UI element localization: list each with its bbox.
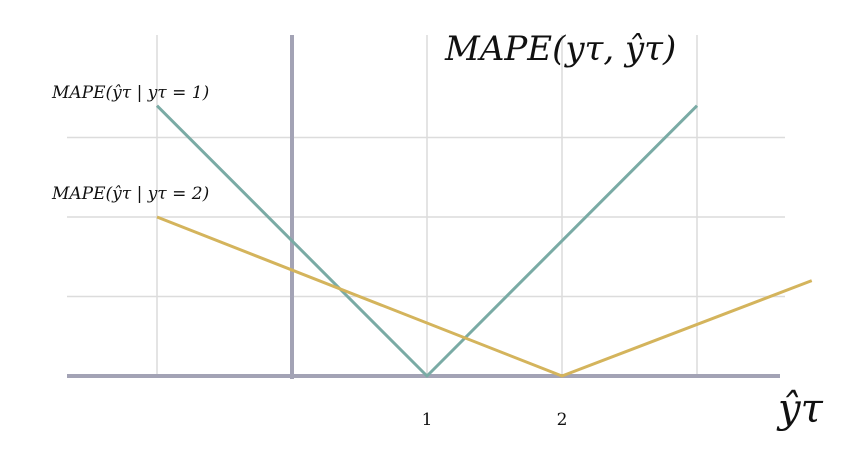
axes: [67, 35, 780, 379]
x-tick-label-1: 1: [422, 410, 433, 430]
chart-title: MAPE(yτ, ŷτ): [444, 29, 676, 69]
series-lines: [155, 104, 813, 378]
series-line-1: [155, 104, 699, 378]
x-axis-label: ŷτ: [776, 386, 824, 432]
chart-labels: MAPE(yτ, ŷτ) ŷτ MAPE(ŷτ | yτ = 1) MAPE(ŷ…: [51, 29, 824, 432]
series-line-2: [156, 215, 813, 378]
series-label-y1: MAPE(ŷτ | yτ = 1): [51, 83, 209, 103]
series-label-y2: MAPE(ŷτ | yτ = 2): [51, 184, 209, 204]
x-tick-label-2: 2: [557, 410, 568, 430]
